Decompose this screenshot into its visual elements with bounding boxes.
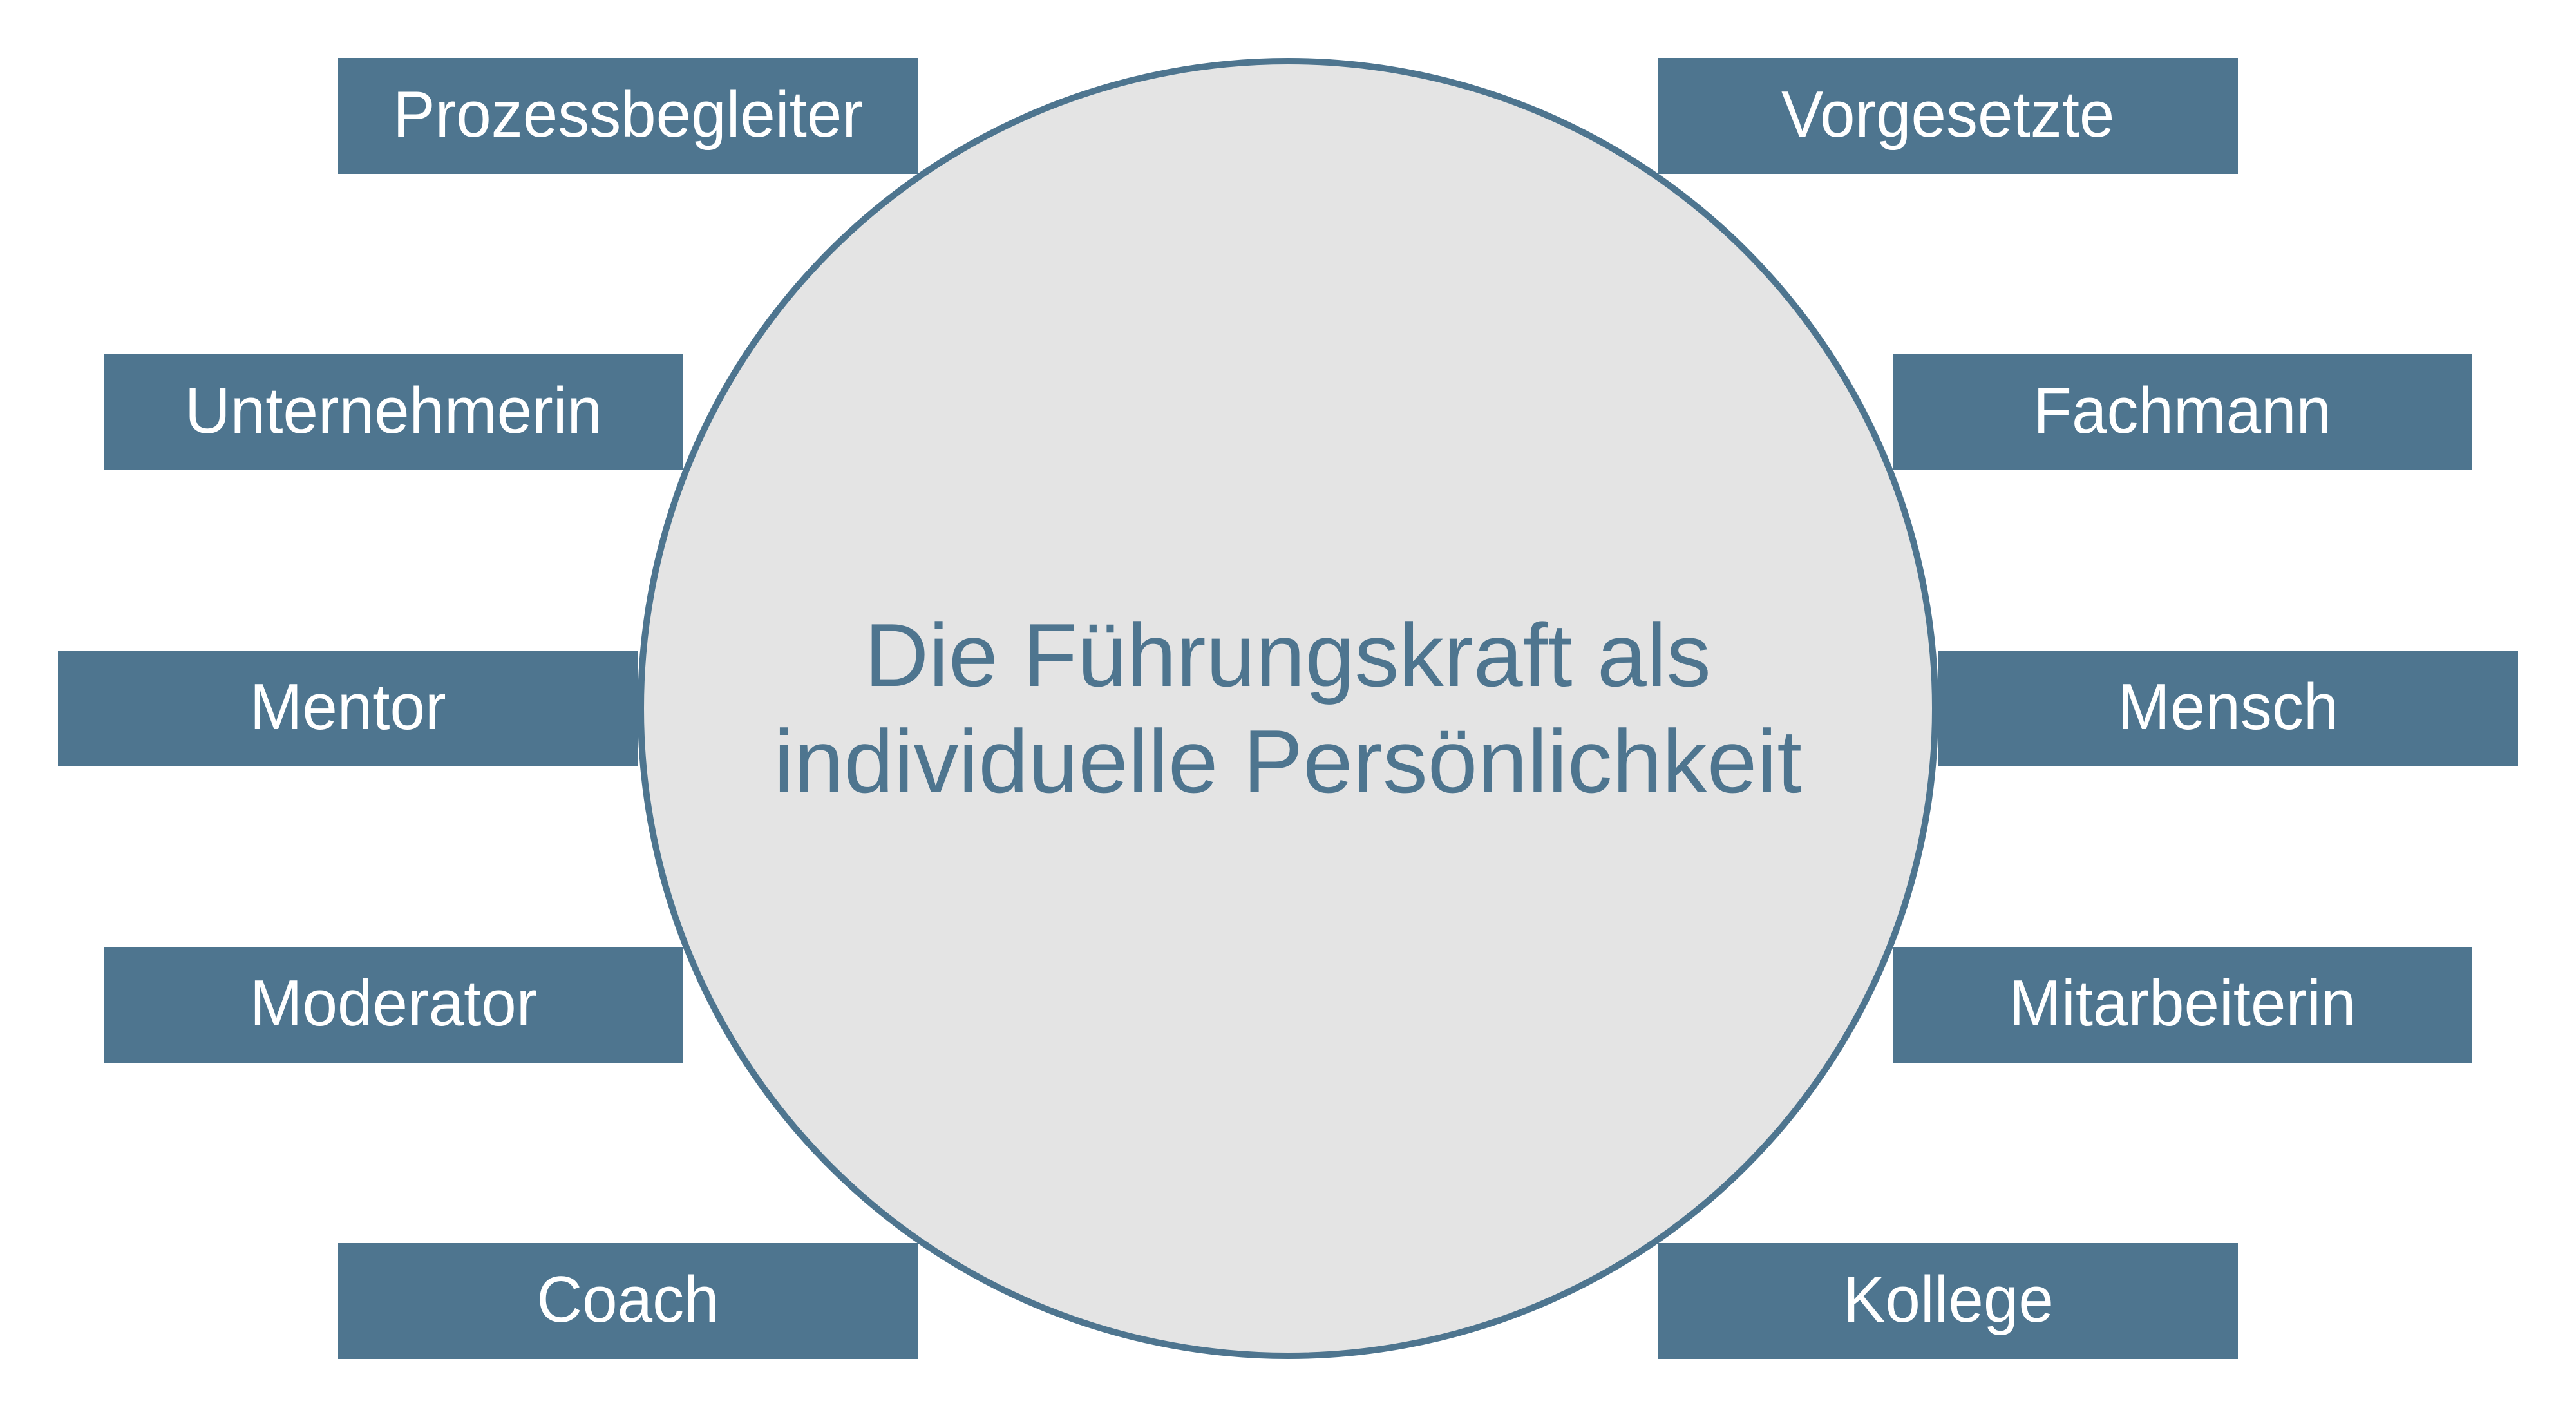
role-label: Fachmann — [2033, 374, 2332, 447]
role-box-mentor: Mentor — [58, 651, 638, 766]
role-label: Vorgesetzte — [1781, 78, 2115, 151]
role-box-unternehmerin: Unternehmerin — [104, 354, 683, 470]
role-box-fachmann: Fachmann — [1893, 354, 2472, 470]
role-label: Prozessbegleiter — [393, 78, 863, 151]
role-box-vorgesetzte: Vorgesetzte — [1658, 58, 2238, 174]
role-label: Mentor — [249, 670, 446, 743]
role-label: Unternehmerin — [184, 374, 602, 447]
center-circle — [638, 58, 1938, 1359]
role-label: Mitarbeiterin — [2009, 967, 2356, 1040]
role-label: Moderator — [249, 967, 538, 1040]
role-label: Mensch — [2117, 670, 2339, 743]
role-box-prozessbegleiter: Prozessbegleiter — [338, 58, 918, 174]
role-label: Coach — [536, 1263, 719, 1336]
role-box-moderator: Moderator — [104, 947, 683, 1063]
role-label: Kollege — [1842, 1263, 2054, 1336]
role-box-coach: Coach — [338, 1243, 918, 1359]
role-box-mensch: Mensch — [1938, 651, 2518, 766]
role-box-kollege: Kollege — [1658, 1243, 2238, 1359]
role-box-mitarbeiterin: Mitarbeiterin — [1893, 947, 2472, 1063]
